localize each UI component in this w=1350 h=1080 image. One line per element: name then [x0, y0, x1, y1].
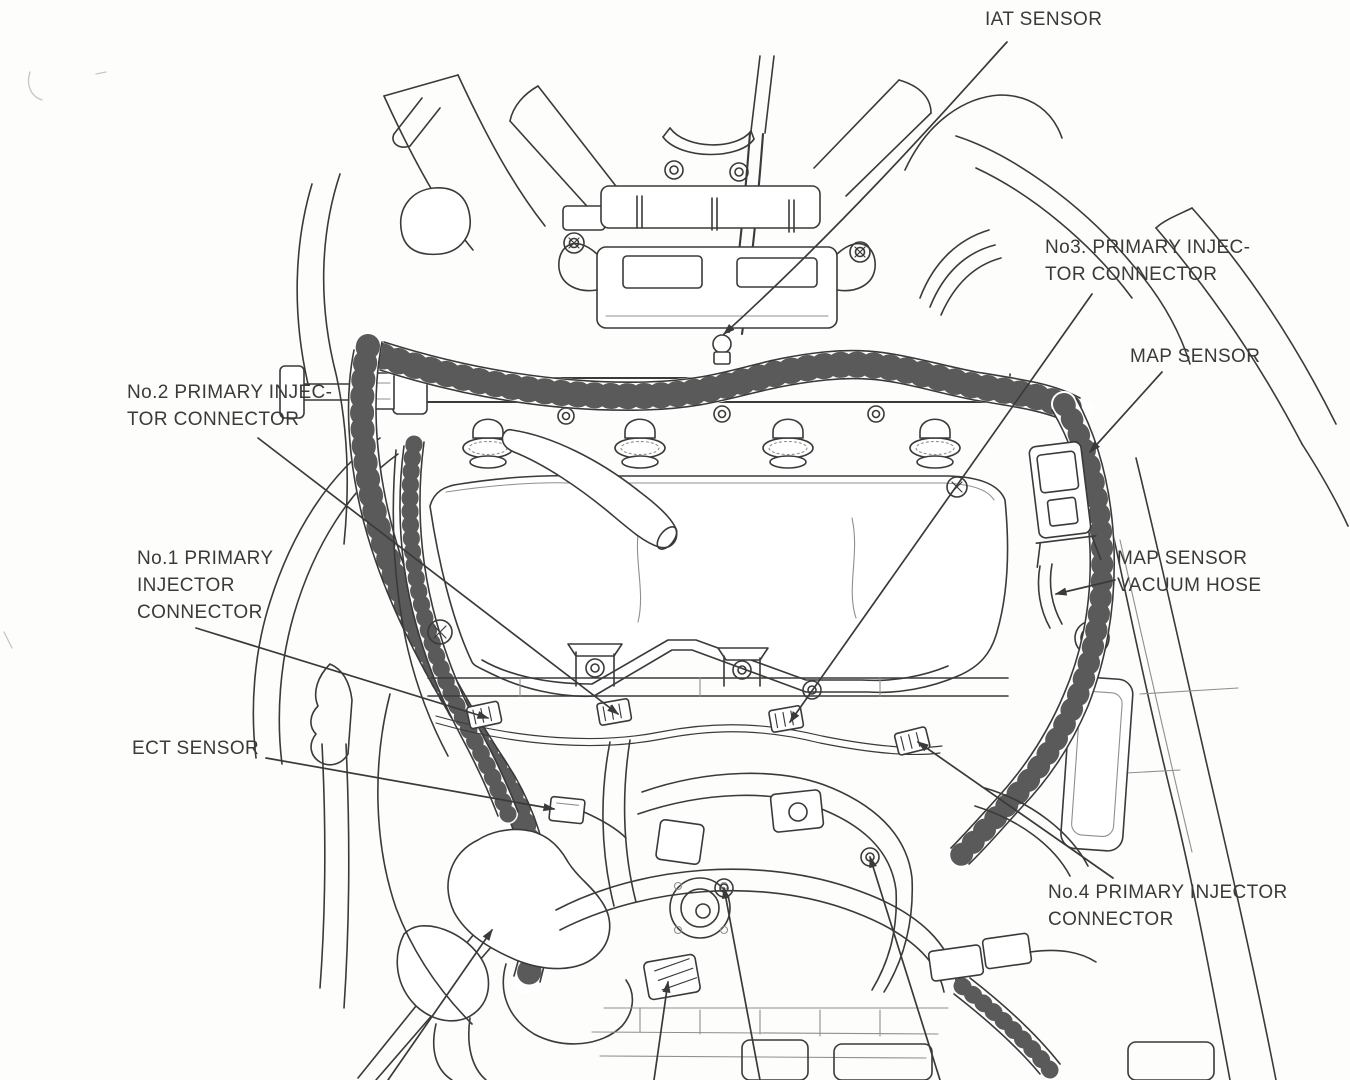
- label-line: IAT SENSOR: [985, 9, 1103, 30]
- leader-cropped-1: [387, 928, 493, 1080]
- label-no3-primary-injector-connector: No3. PRIMARY INJEC- TOR CONNECTOR: [1045, 234, 1250, 288]
- leader-no1-injector: [195, 627, 490, 719]
- bottom-connector: [643, 953, 701, 1001]
- breather-hose: [501, 428, 678, 550]
- leader-iat-sensor: [722, 41, 1008, 336]
- leader-map-sensor: [1088, 371, 1163, 454]
- label-line: ECT SENSOR: [132, 738, 260, 759]
- label-line: No.1 PRIMARY: [137, 548, 274, 569]
- label-map-sensor-vacuum-hose: MAP SENSOR VACUUM HOSE: [1117, 545, 1261, 599]
- leader-cropped-3: [722, 886, 761, 1080]
- label-line: CONNECTOR: [1048, 909, 1174, 930]
- label-line: CONNECTOR: [137, 602, 263, 623]
- label-line: No.4 PRIMARY INJECTOR: [1048, 882, 1288, 903]
- ect-sensor-part: [548, 795, 586, 825]
- leader-map-vacuum-hose: [1054, 579, 1116, 596]
- label-line: TOR CONNECTOR: [1045, 264, 1218, 285]
- label-line: MAP SENSOR: [1130, 346, 1261, 367]
- leader-no3-injector: [789, 293, 1093, 724]
- label-no2-primary-injector-connector: No.2 PRIMARY INJEC- TOR CONNECTOR: [127, 379, 332, 433]
- leader-ect-sensor: [265, 757, 556, 812]
- left-frame-and-hoses: [252, 97, 493, 1080]
- no4-injector-connector: [893, 726, 931, 756]
- label-ect-sensor: ECT SENSOR: [132, 735, 259, 762]
- frame-and-airbox: [383, 55, 1063, 336]
- label-map-sensor: MAP SENSOR: [1130, 343, 1260, 370]
- label-line: TOR CONNECTOR: [127, 409, 300, 430]
- label-line: MAP SENSOR: [1117, 548, 1248, 569]
- map-sensor-vacuum-hose-part: [1037, 563, 1063, 629]
- leader-no4-injector: [916, 741, 1114, 879]
- label-line: No3. PRIMARY INJEC-: [1045, 237, 1251, 258]
- leader-cropped-4: [869, 855, 941, 1080]
- wire-harness: [347, 332, 1116, 1080]
- label-line: No.2 PRIMARY INJEC-: [127, 382, 333, 403]
- cylinder-head-cover: [429, 474, 1009, 698]
- label-line: VACUUM HOSE: [1117, 575, 1262, 596]
- injector-sub-harness: [427, 677, 1009, 756]
- leader-no2-injector: [257, 437, 620, 715]
- label-no1-primary-injector-connector: No.1 PRIMARY INJECTOR CONNECTOR: [137, 545, 273, 626]
- label-iat-sensor: IAT SENSOR: [985, 6, 1102, 33]
- label-no4-primary-injector-connector: No.4 PRIMARY INJECTOR CONNECTOR: [1048, 879, 1288, 933]
- leader-lines: [195, 41, 1163, 1080]
- iat-sensor-part: [712, 334, 732, 365]
- leader-cropped-2: [653, 980, 671, 1080]
- label-line: INJECTOR: [137, 575, 235, 596]
- scan-artifacts: [3, 71, 107, 649]
- map-sensor-part: [1028, 441, 1102, 569]
